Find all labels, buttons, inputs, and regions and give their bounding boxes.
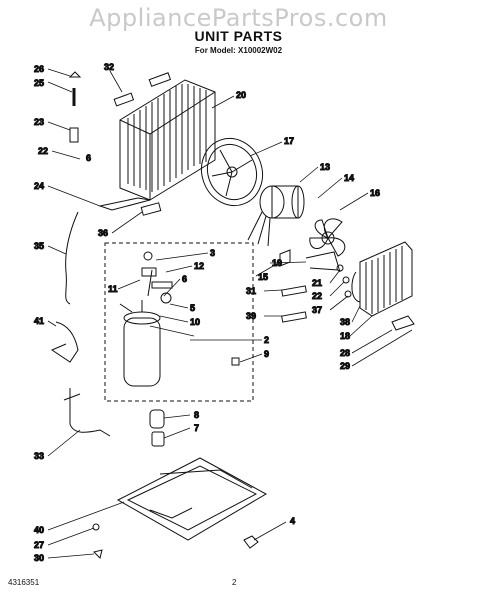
callout-label: 22 bbox=[38, 146, 48, 156]
callout-label: 8 bbox=[194, 410, 199, 420]
tube-33 bbox=[63, 388, 111, 437]
callout-label: 21 bbox=[312, 278, 322, 288]
base-pan bbox=[116, 457, 268, 541]
callout-label: 31 bbox=[246, 286, 256, 296]
callout-label: 7 bbox=[194, 423, 199, 433]
screw-part bbox=[243, 535, 259, 549]
site-watermark: AppliancePartsPros.com bbox=[89, 4, 388, 32]
fan-blade bbox=[201, 137, 263, 207]
ring-22 bbox=[342, 276, 350, 284]
callout-label: 27 bbox=[34, 540, 44, 550]
callout-label: 37 bbox=[312, 305, 322, 315]
compressor-group-outline bbox=[104, 242, 254, 402]
support-bar bbox=[98, 197, 151, 211]
callout-label: 19 bbox=[272, 258, 282, 268]
callout-label: 26 bbox=[34, 64, 44, 74]
bracket-part bbox=[148, 72, 172, 87]
callout-label: 25 bbox=[34, 78, 44, 88]
ring-21 bbox=[336, 264, 344, 272]
holder-part bbox=[69, 127, 79, 143]
evaporator-coil bbox=[351, 241, 413, 317]
callout-label: 16 bbox=[370, 188, 380, 198]
blower-fan bbox=[309, 218, 346, 257]
callout-label: 29 bbox=[340, 361, 350, 371]
svg-text:6: 6 bbox=[86, 153, 91, 163]
callout-label: 18 bbox=[340, 331, 350, 341]
callout-label: 38 bbox=[340, 317, 350, 327]
callout-label: 39 bbox=[246, 311, 256, 321]
callout-labels: 26 25 23 22 32 20 17 13 14 16 24 36 35 3… bbox=[34, 62, 381, 564]
bar-31 bbox=[281, 285, 307, 297]
condenser-coil bbox=[119, 79, 216, 201]
mount-7 bbox=[151, 431, 165, 447]
callout-label: 23 bbox=[34, 117, 44, 127]
callout-label: 14 bbox=[344, 173, 354, 183]
bar-39 bbox=[281, 311, 307, 323]
bracket-19 bbox=[305, 251, 341, 273]
washer-part bbox=[92, 523, 100, 531]
callout-label: 17 bbox=[284, 136, 294, 146]
leader-lines bbox=[47, 68, 413, 559]
callout-label: 6 bbox=[182, 274, 187, 284]
callout-label: 24 bbox=[34, 181, 44, 191]
callout-label: 15 bbox=[258, 272, 268, 282]
capillary-tube bbox=[65, 211, 79, 305]
callout-label: 33 bbox=[34, 451, 44, 461]
callout-label: 20 bbox=[236, 90, 246, 100]
callout-label: 35 bbox=[34, 241, 44, 251]
page-number: 2 bbox=[232, 578, 237, 587]
insulation-block bbox=[140, 202, 162, 216]
ring-37 bbox=[344, 290, 352, 298]
fan-motor bbox=[247, 185, 305, 247]
mount-8 bbox=[149, 409, 165, 429]
callout-label: 4 bbox=[290, 516, 295, 526]
callout-label: 11 bbox=[108, 284, 118, 294]
callout-label: 30 bbox=[34, 553, 44, 563]
callout-label: 28 bbox=[340, 348, 350, 358]
clip-part bbox=[93, 549, 103, 559]
diagram-title: UNIT PARTS bbox=[194, 28, 283, 44]
bracket-part bbox=[113, 92, 135, 107]
tube-41 bbox=[50, 321, 79, 363]
grommet bbox=[231, 357, 240, 366]
clip-28 bbox=[391, 315, 415, 331]
callout-label: 9 bbox=[264, 349, 269, 359]
callout-label: 41 bbox=[34, 316, 44, 326]
document-number: 4316351 bbox=[8, 578, 40, 587]
callout-label: 12 bbox=[194, 261, 204, 271]
callout-label: 5 bbox=[190, 303, 195, 313]
callout-label: 32 bbox=[104, 62, 114, 72]
callout-label: 13 bbox=[320, 162, 330, 172]
model-subtitle: For Model: X10002W02 bbox=[194, 46, 283, 55]
callout-label: 2 bbox=[264, 335, 269, 345]
compressor bbox=[119, 251, 173, 387]
callout-label: 40 bbox=[34, 525, 44, 535]
callout-label: 3 bbox=[210, 248, 215, 258]
callout-label: 36 bbox=[98, 228, 108, 238]
callout-label: 10 bbox=[190, 317, 200, 327]
cap-part bbox=[68, 71, 82, 78]
callout-label: 22 bbox=[312, 291, 322, 301]
